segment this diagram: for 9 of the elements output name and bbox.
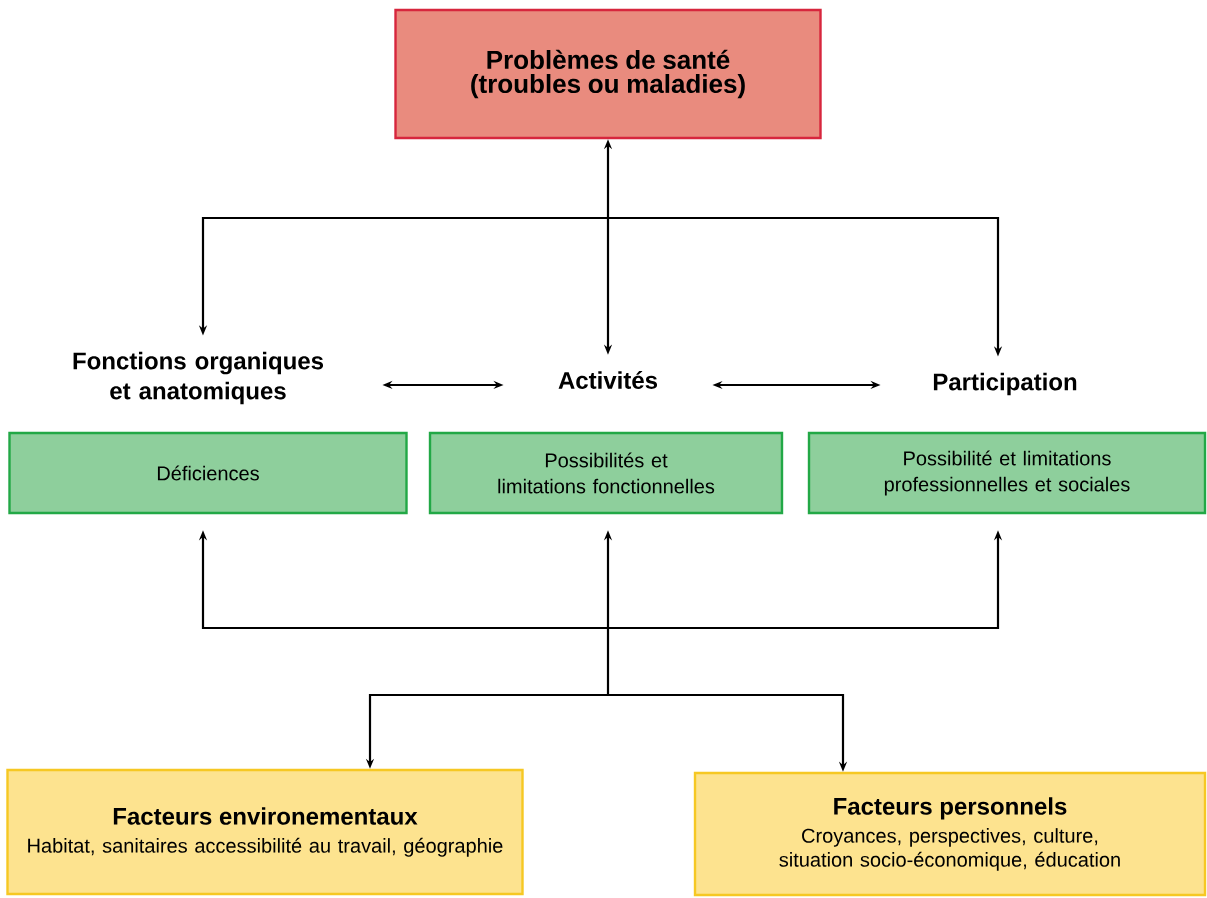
heading: Activités [558, 371, 658, 389]
category-box: Possibilité et limitations professionnelles et sociales [807, 431, 1207, 515]
heading: Fonctions organiques et anatomiques [73, 351, 324, 405]
problem-box: Problèmes de santé (troubles ou maladies) [394, 8, 822, 140]
category-box: Possibilités et limitations fonctionnelles [428, 431, 784, 515]
heading: Participation [933, 372, 1077, 396]
category-box: Déficiences [8, 431, 408, 515]
factor-box: Facteurs environementaux Habitat, sanitaires accessibilité au travail, géographie [6, 768, 524, 896]
factor-box: Facteurs personnels Croyances, perspectives, culture, situation socio-économique, éducation [693, 771, 1207, 897]
